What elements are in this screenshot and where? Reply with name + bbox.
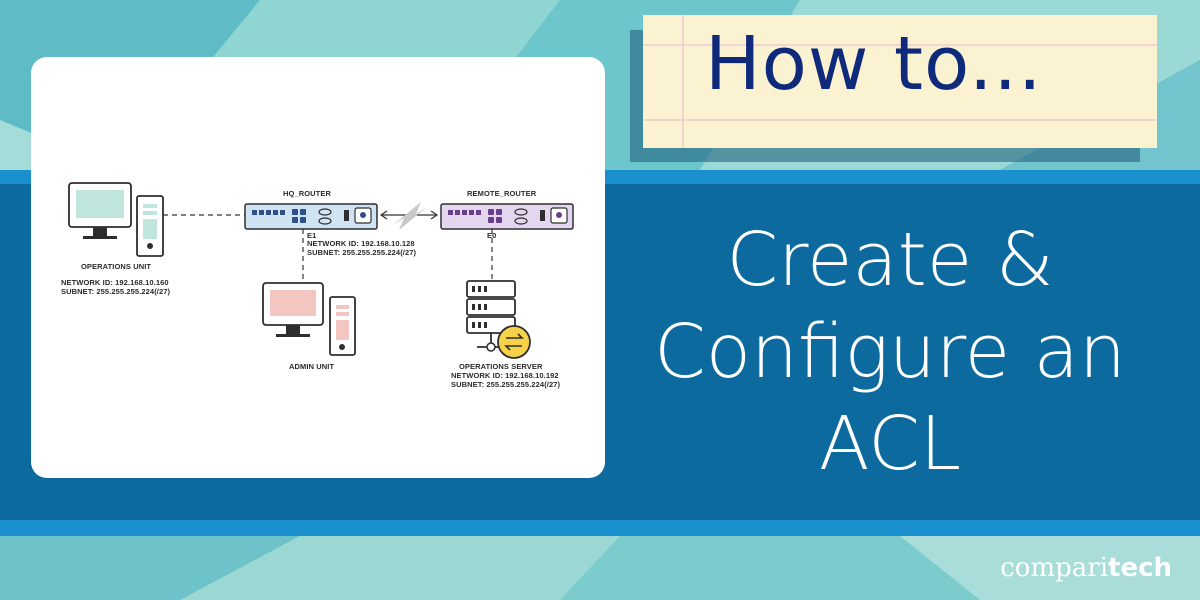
- brand-prefix: compari: [1000, 553, 1109, 583]
- hq-interface-label: E1: [307, 231, 317, 240]
- operations-server-network-id: NETWORK ID: 192.168.10.192: [451, 371, 559, 380]
- network-diagram: [68, 182, 574, 359]
- hq-router-label: HQ_ROUTER: [283, 189, 331, 198]
- operations-unit-subnet: SUBNET: 255.255.255.224(/27): [61, 287, 171, 296]
- headline-line-2: Configure an: [654, 309, 1126, 395]
- remote-router-label: REMOTE_ROUTER: [467, 189, 537, 198]
- brand-suffix: tech: [1108, 553, 1172, 583]
- hq-network-id: NETWORK ID: 192.168.10.128: [307, 239, 415, 248]
- remote-interface-label: E0: [487, 231, 497, 240]
- network-diagram-card: HQ_ROUTER REMOTE_ROUTER E1 NETWORK ID: 1…: [31, 57, 605, 478]
- admin-unit-label: ADMIN UNIT: [289, 362, 335, 371]
- lightning-icon: [393, 202, 427, 230]
- headline-line-1: Create &: [726, 217, 1054, 303]
- hq-router-icon: [244, 203, 378, 230]
- hq-subnet: SUBNET: 255.255.255.224(/27): [307, 248, 417, 257]
- operations-server-icon: [466, 280, 531, 359]
- operations-server-label: OPERATIONS SERVER: [459, 362, 543, 371]
- headline: Create & Configure an ACL: [620, 214, 1160, 490]
- operations-unit-computer-icon: [68, 182, 164, 257]
- operations-unit-network-id: NETWORK ID: 192.168.10.160: [61, 278, 169, 287]
- how-to-note: How to...: [643, 15, 1157, 148]
- banner-bottom-stripe: [0, 520, 1200, 536]
- remote-router-icon: [440, 203, 574, 230]
- comparitech-logo: comparitech: [1000, 553, 1172, 583]
- note-ruling: [643, 15, 1157, 148]
- how-to-text: How to...: [705, 21, 1043, 107]
- operations-server-subnet: SUBNET: 255.255.255.224(/27): [451, 380, 561, 389]
- operations-unit-label: OPERATIONS UNIT: [81, 262, 152, 271]
- admin-unit-computer-icon: [262, 282, 356, 356]
- headline-line-3: ACL: [818, 401, 962, 487]
